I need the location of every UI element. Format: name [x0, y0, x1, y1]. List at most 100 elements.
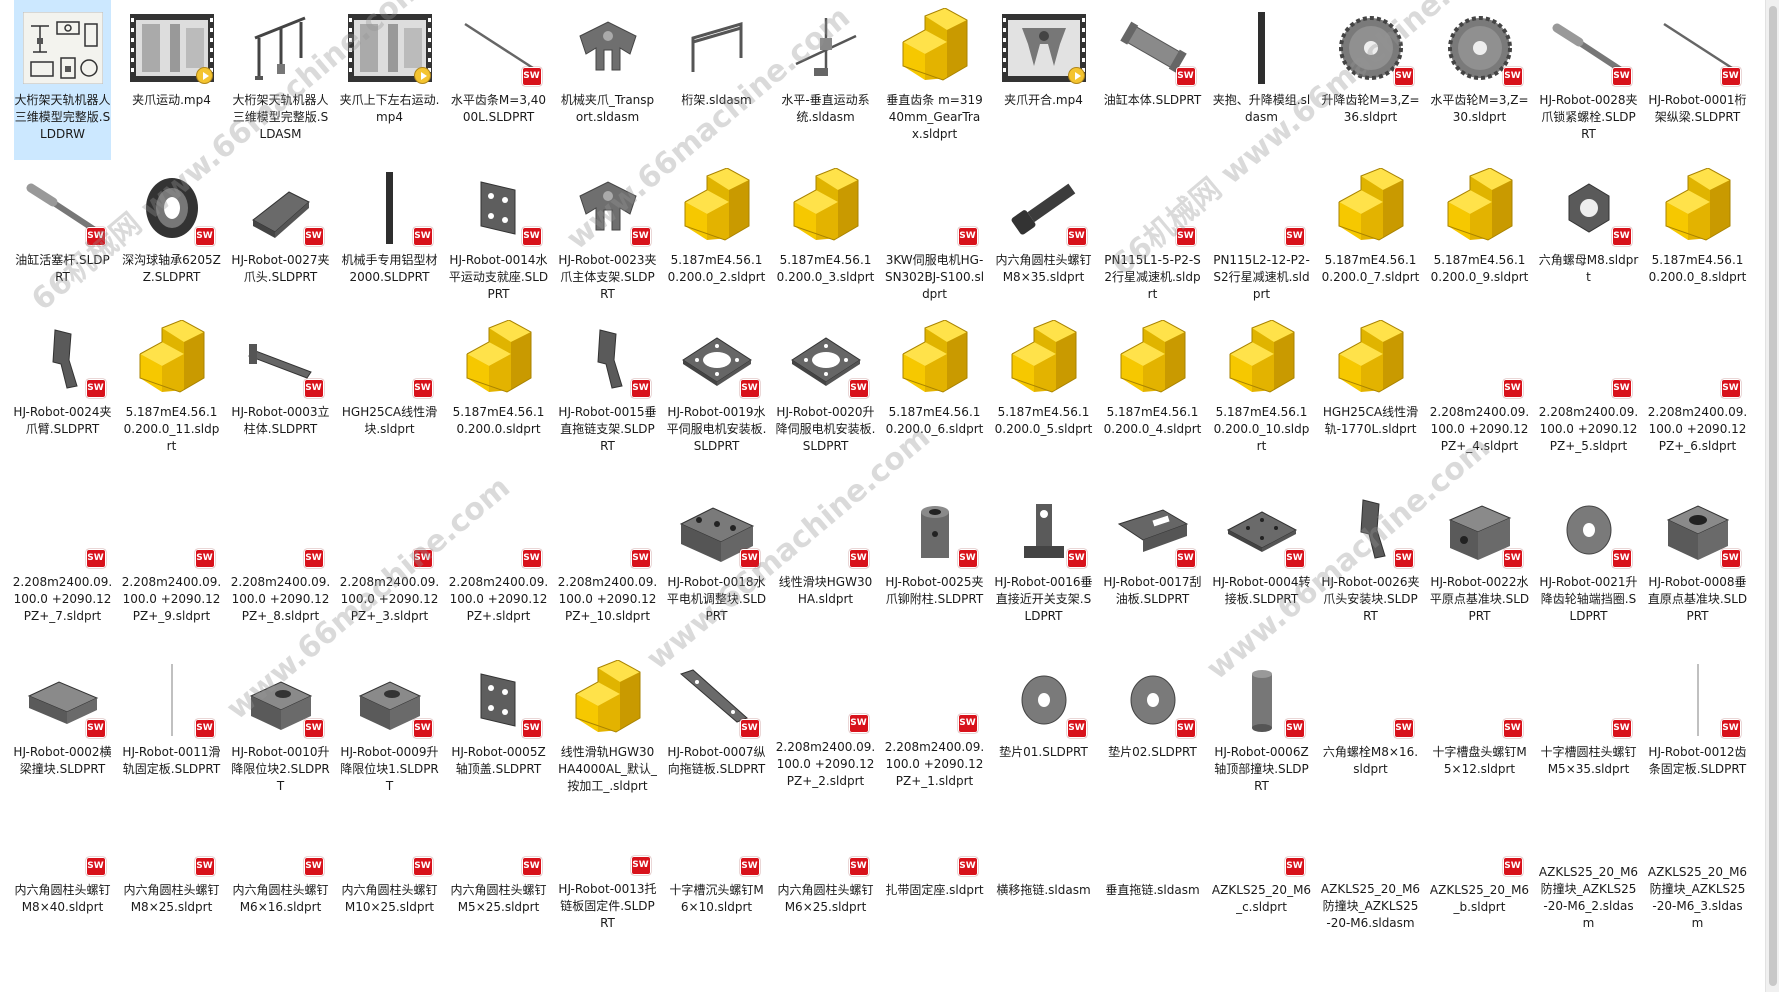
file-item[interactable]: 夹爪开合.mp4 — [995, 0, 1092, 160]
file-item[interactable]: AZKLS25_20_M6防撞块_AZKLS25-20-M6_2.sldasm — [1539, 790, 1638, 932]
file-item[interactable]: 线性滑轨HGW30HA4000AL_默认_按加工_.sldprt — [558, 652, 657, 793]
vertical-scrollbar[interactable] — [1765, 0, 1779, 992]
file-item[interactable]: 5.187mE4.56.10.200.0_3.sldprt — [777, 160, 874, 312]
file-item[interactable]: 夹抱、升降模组.sldasm — [1213, 0, 1310, 160]
file-item[interactable]: 夹爪上下左右运动.mp4 — [340, 0, 439, 160]
file-item[interactable]: 5.187mE4.56.10.200.0_11.sldprt — [123, 312, 220, 482]
file-item[interactable]: 5.187mE4.56.10.200.0.sldprt — [450, 312, 547, 482]
file-item[interactable]: 5.187mE4.56.10.200.0_2.sldprt — [668, 160, 765, 312]
file-thumbnail-plate-hole: SW — [783, 320, 869, 400]
file-item[interactable]: 水平-垂直运动系统.sldasm — [777, 0, 874, 160]
scrollbar-thumb[interactable] — [1769, 6, 1777, 986]
file-name-label: 线性滑块HGW30HA.sldprt — [778, 575, 873, 606]
file-item[interactable]: 5.187mE4.56.10.200.0_6.sldprt — [886, 312, 983, 482]
file-item[interactable]: 大桁架天轨机器人三维模型完整版.SLDASM — [232, 0, 329, 160]
file-item[interactable]: 5.187mE4.56.10.200.0_9.sldprt — [1431, 160, 1528, 312]
file-item[interactable]: 5.187mE4.56.10.200.0_4.sldprt — [1104, 312, 1201, 482]
file-item[interactable]: 夹爪运动.mp4 — [123, 0, 220, 160]
file-item[interactable]: 大桁架天轨机器人三维模型完整版.SLDDRW — [14, 0, 111, 160]
file-item[interactable]: 5.187mE4.56.10.200.0_5.sldprt — [995, 312, 1092, 482]
file-item[interactable]: 5.187mE4.56.10.200.0_10.sldprt — [1213, 312, 1310, 482]
file-item[interactable]: HGH25CA线性滑轨-1770L.sldprt — [1322, 312, 1419, 482]
file-item[interactable]: 横移拖链.sldasm — [995, 790, 1092, 932]
file-item[interactable]: 机械夹爪_Transport.sldasm — [559, 0, 656, 160]
file-item[interactable]: 垂直齿条 m=31940mm_GearTrax.sldprt — [886, 0, 983, 160]
file-item[interactable]: 垂直拖链.sldasm — [1104, 790, 1201, 932]
file-item[interactable]: AZKLS25_20_M6防撞块_AZKLS25-20-M6_3.sldasm — [1648, 790, 1747, 932]
file-item[interactable]: 5.187mE4.56.10.200.0_7.sldprt — [1322, 160, 1419, 312]
file-item[interactable]: AZKLS25_20_M6防撞块_AZKLS25-20-M6.sldasm — [1321, 790, 1420, 932]
file-item[interactable]: 5.187mE4.56.10.200.0_8.sldprt — [1649, 160, 1746, 312]
file-item[interactable]: 桁架.sldasm — [668, 0, 765, 160]
